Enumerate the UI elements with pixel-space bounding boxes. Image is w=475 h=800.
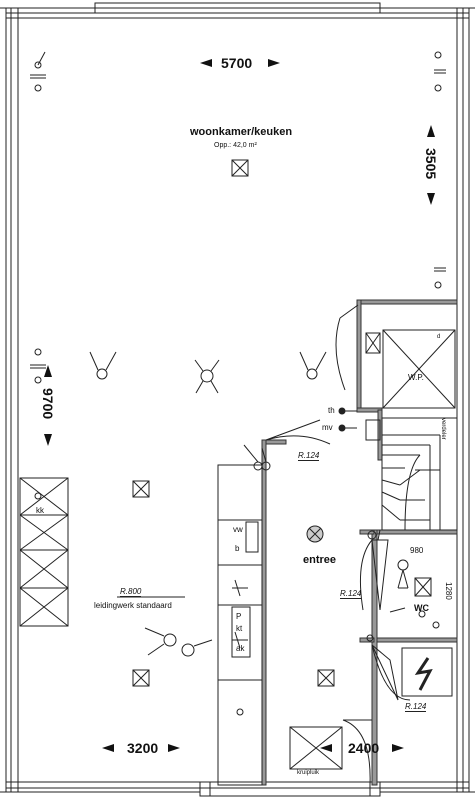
door-swing [265, 304, 411, 786]
th-label: th [328, 406, 335, 415]
dimension-left: 9700 [40, 388, 56, 420]
wc-box [414, 577, 432, 597]
socket-group [231, 521, 259, 658]
ref-tag: R.124 [405, 702, 427, 712]
ref-tag: R.124 [298, 451, 320, 461]
ceiling-point [132, 159, 335, 687]
dimension-right: 3505 [423, 148, 439, 180]
kruipluik-hatch [289, 726, 343, 770]
light-fixture [89, 351, 327, 657]
entree-label: entree [303, 554, 337, 566]
switch-symbol [30, 51, 446, 716]
verdeler-label: verdeler [440, 418, 446, 440]
leidingwerk-label: leidingwerk standaard [94, 601, 172, 610]
kk-label: kk [36, 506, 44, 515]
kruipluik-label: kruipluik [297, 770, 320, 776]
outer-wall [0, 7, 475, 793]
d-label: d [437, 334, 441, 340]
dimension-wc-height: 1280 [444, 582, 453, 600]
ref-tag: R.124 [340, 589, 362, 599]
kitchen-counter [217, 464, 263, 786]
window-bottom [199, 781, 381, 797]
wp-cupboard [365, 329, 456, 441]
ref-tag: R.800 [120, 587, 142, 597]
ak-label: ak [236, 644, 245, 653]
window-top [94, 2, 381, 14]
cabinet-left [19, 477, 69, 627]
staircase [381, 417, 458, 531]
electric-panel [401, 647, 453, 697]
mv-label: mv [322, 423, 333, 432]
dimension-bottom-left: 3200 [127, 740, 159, 756]
dimension-top: 5700 [221, 55, 253, 71]
vw-label: vw [233, 525, 243, 534]
entree-light [306, 525, 324, 543]
dimension-arrow [44, 59, 435, 752]
p-label: P [236, 612, 242, 621]
kt-label: kt [236, 624, 243, 633]
room-name: woonkamer/keuken [190, 126, 293, 138]
wc-label: WC [414, 603, 429, 613]
interior-wall [261, 299, 458, 786]
wp-label: W.P. [408, 373, 424, 382]
b-label: b [235, 544, 240, 553]
dimension-bottom-right: 2400 [348, 740, 380, 756]
dimension-wc-width: 980 [410, 546, 424, 555]
room-area: Opp.: 42,0 m² [214, 142, 257, 149]
